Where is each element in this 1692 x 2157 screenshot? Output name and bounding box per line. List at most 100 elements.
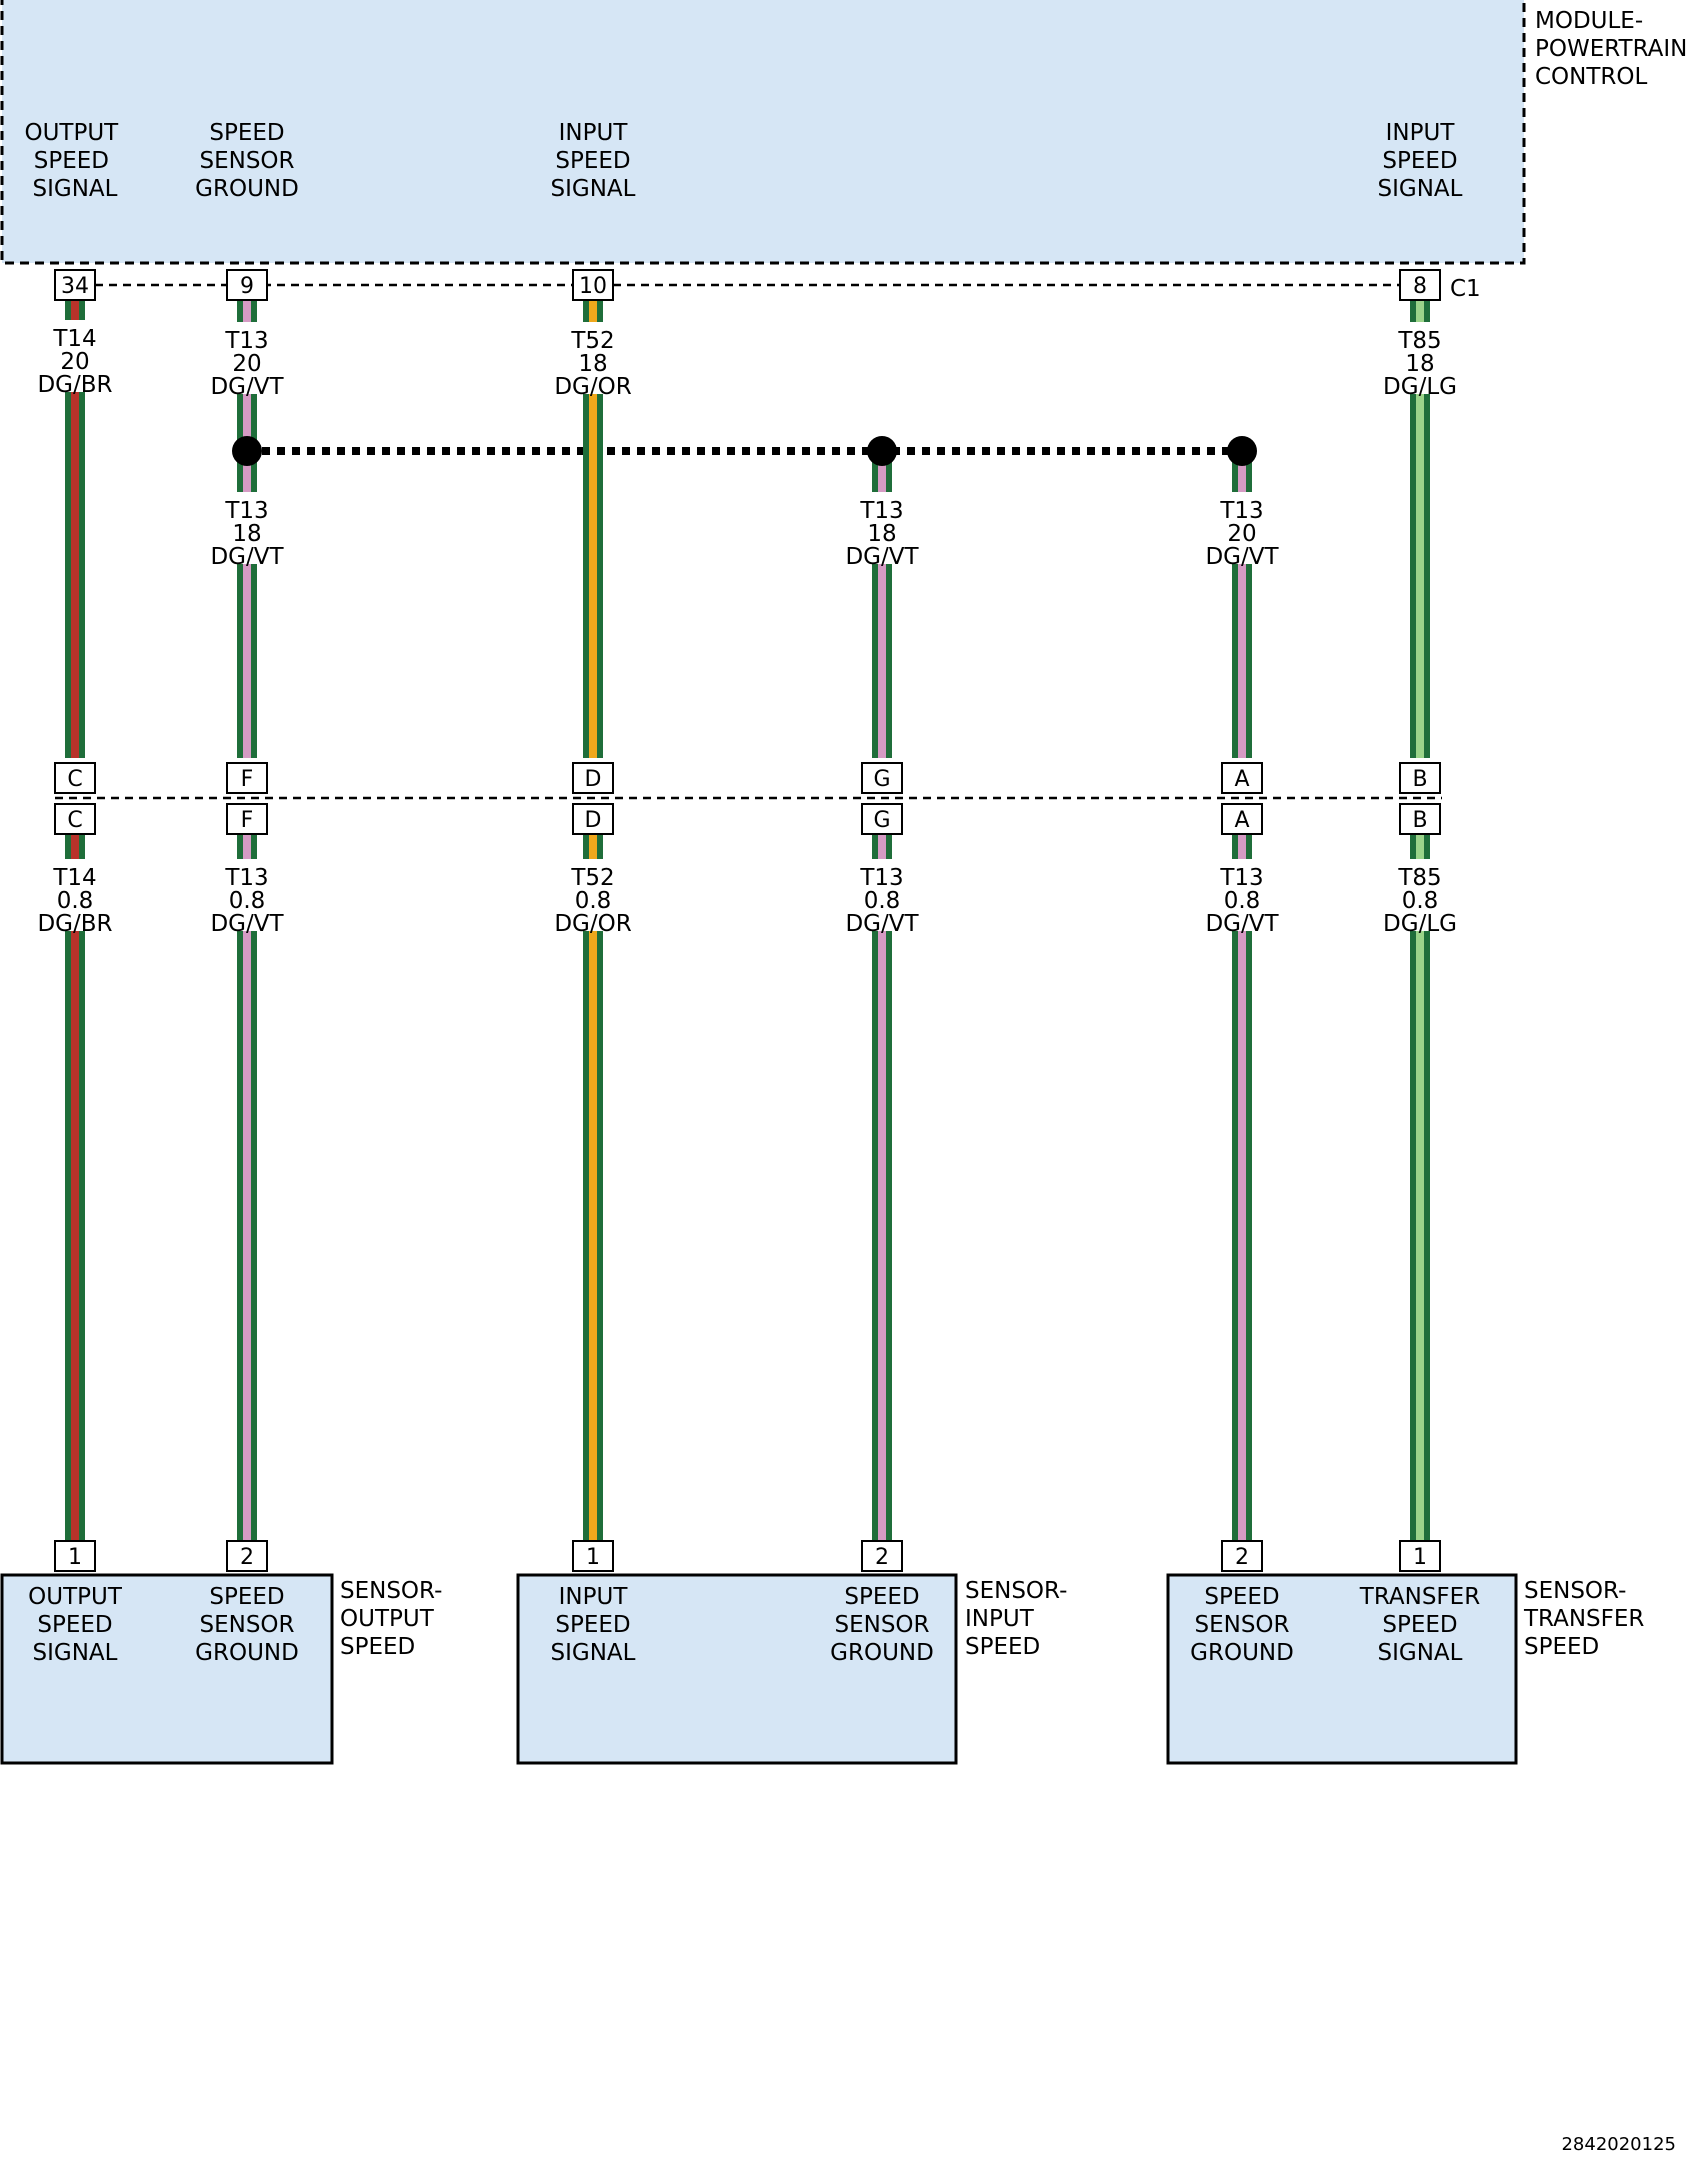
wire-circuit: T52 xyxy=(570,865,614,891)
pin-frame xyxy=(572,803,614,835)
sensor-pin: 1 xyxy=(54,1540,96,1572)
wire-label-bg xyxy=(834,859,930,931)
wire-segment xyxy=(1410,834,1430,1540)
pin-number: D xyxy=(585,767,602,792)
wire-color: DG/BR xyxy=(37,372,112,398)
pin-frame xyxy=(1221,1540,1263,1572)
pin-frame xyxy=(1399,269,1441,301)
wire-tracer xyxy=(589,300,597,758)
pin-number: A xyxy=(1234,808,1249,833)
wire-tracer xyxy=(589,834,597,1540)
wire-circuit: T14 xyxy=(52,326,96,352)
wire-tracer xyxy=(243,452,251,758)
wire-gauge: 20 xyxy=(232,351,261,377)
wire-gauge: 0.8 xyxy=(864,888,901,914)
inline-pin-upper: B xyxy=(1399,762,1441,794)
inline-pin-lower: G xyxy=(861,803,903,835)
pcm-pin: 34 xyxy=(54,269,96,301)
pin-number: F xyxy=(241,767,254,792)
wire-color: DG/VT xyxy=(845,544,919,570)
pcm-pin: 9 xyxy=(226,269,268,301)
wire-color: DG/VT xyxy=(1205,544,1279,570)
wire-color: DG/LG xyxy=(1383,911,1457,937)
wire-segment xyxy=(583,834,603,1540)
wire-group xyxy=(65,300,1430,1540)
figure-id: 2842020125 xyxy=(1561,2134,1676,2155)
wire-label-bg xyxy=(1372,859,1468,931)
pin-frame xyxy=(572,1540,614,1572)
pin-number: 2 xyxy=(875,1545,889,1570)
wire-gauge: 20 xyxy=(60,349,89,375)
pin-frame xyxy=(861,762,903,794)
wire-circuit: T13 xyxy=(1219,865,1263,891)
pin-frame xyxy=(1399,803,1441,835)
pin-frame xyxy=(226,803,268,835)
pin-frame xyxy=(572,269,614,301)
pin-frame xyxy=(54,1540,96,1572)
pin-number: 10 xyxy=(579,274,607,299)
wire-color: DG/VT xyxy=(210,544,284,570)
wire-tracer xyxy=(878,452,886,758)
wire-circuit: T85 xyxy=(1397,328,1441,354)
wire-segment xyxy=(872,834,892,1540)
wire-circuit: T13 xyxy=(224,328,268,354)
inline-pin-upper: C xyxy=(54,762,96,794)
pin-number: 1 xyxy=(1413,1545,1427,1570)
pin-frame xyxy=(54,269,96,301)
wire-gauge: 18 xyxy=(1405,351,1434,377)
sensor-box xyxy=(1166,1573,1518,1765)
wire-gauge: 0.8 xyxy=(575,888,612,914)
wire-segment xyxy=(237,834,257,1540)
sensor-box xyxy=(0,1573,334,1765)
wire-tracer xyxy=(71,834,79,1540)
pin-frame xyxy=(1399,1540,1441,1572)
pin-number: 9 xyxy=(240,274,254,299)
wire-label-bg xyxy=(545,859,641,931)
inline-pin-upper: D xyxy=(572,762,614,794)
sensor-pin: 2 xyxy=(861,1540,903,1572)
wire-tracer xyxy=(878,834,886,1540)
wire-label-bg xyxy=(1372,322,1468,394)
wire-circuit: T13 xyxy=(224,865,268,891)
sensor-pin: 2 xyxy=(1221,1540,1263,1572)
pin-frame xyxy=(1221,762,1263,794)
pin-number: 34 xyxy=(61,274,89,299)
wire-segment xyxy=(1232,834,1252,1540)
wire-gauge: 0.8 xyxy=(229,888,266,914)
inline-pin-lower: C xyxy=(54,803,96,835)
wire-tracer xyxy=(1416,834,1424,1540)
splice-dot xyxy=(1227,436,1257,466)
pin-frame xyxy=(572,762,614,794)
wire-label-bg xyxy=(1194,859,1290,931)
wire-color: DG/OR xyxy=(554,374,631,400)
wire-label-bg xyxy=(27,320,123,392)
wire-circuit: T13 xyxy=(1219,498,1263,524)
inline-pin-upper: G xyxy=(861,762,903,794)
wire-segment xyxy=(1410,300,1430,758)
wire-label-bg xyxy=(834,492,930,564)
sensor-pin: 2 xyxy=(226,1540,268,1572)
